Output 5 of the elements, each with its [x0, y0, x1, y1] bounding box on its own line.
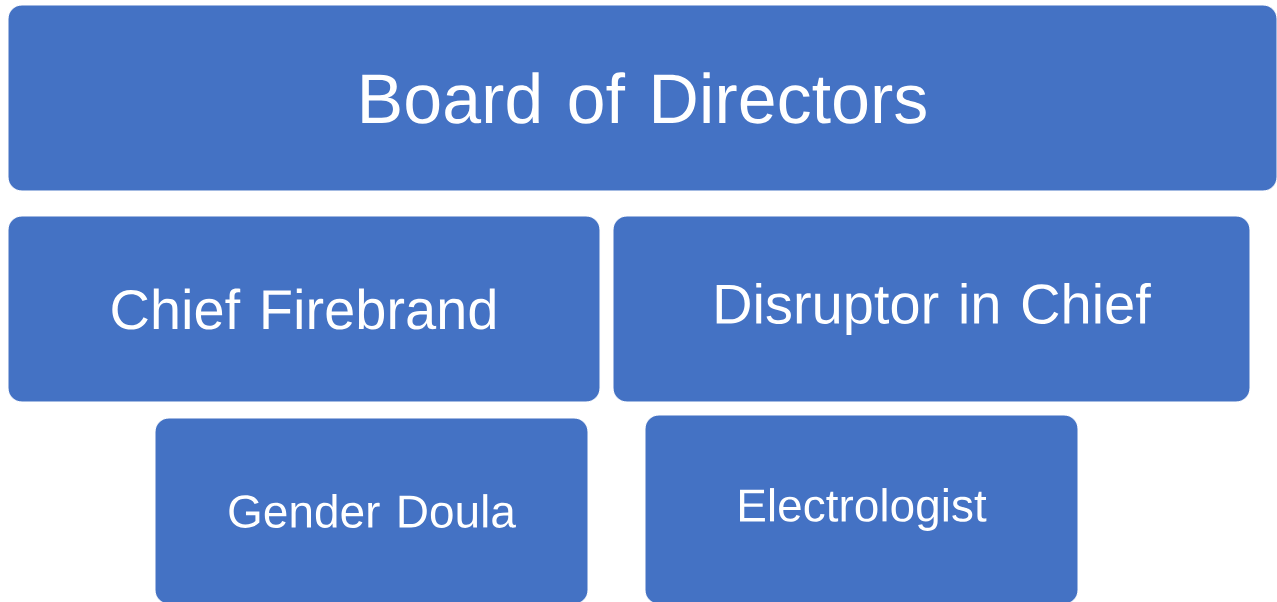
role-box: Electrologist: [644, 414, 1079, 602]
role-box: Disruptor in Chief: [612, 215, 1251, 403]
role-box: Gender Doula: [154, 417, 589, 602]
role-box: Chief Firebrand: [7, 215, 601, 403]
role-box: Board of Directors: [7, 4, 1277, 192]
